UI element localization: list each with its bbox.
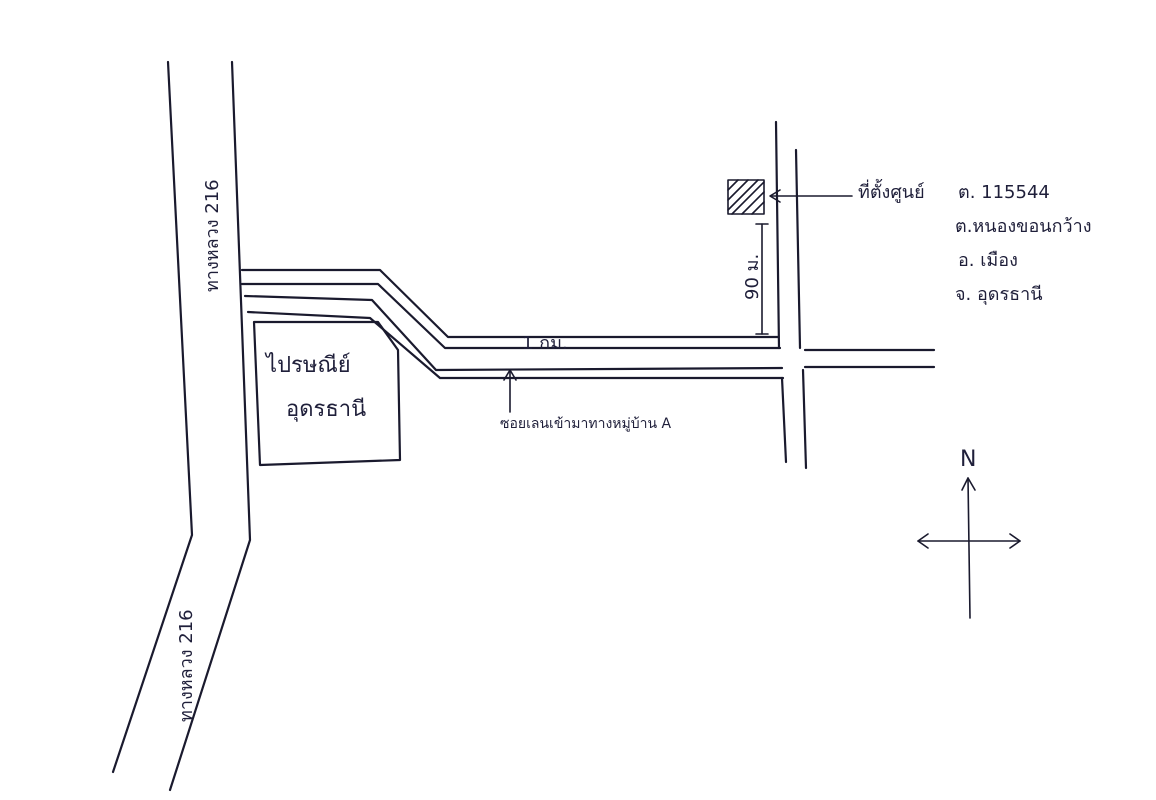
soi-label: ซอยเลนเข้ามาทางหมู่บ้าน A — [500, 416, 672, 432]
post-office-block — [252, 320, 402, 467]
site-address-line-4: จ. อุดรธานี — [955, 284, 1043, 305]
site-address-line-1: ต. 115544 — [958, 182, 1050, 203]
north-label: N — [960, 447, 976, 472]
site-marker — [727, 179, 765, 215]
highway-label-bottom: ทางหลวง 216 — [176, 609, 197, 722]
vertical-distance-label: 90 ม. — [742, 254, 763, 300]
site-address-line-2: ต.หนองขอนกว้าง — [955, 216, 1092, 237]
vertical-distance-marker — [755, 223, 769, 335]
post-office-city: อุดรธานี — [286, 397, 366, 422]
soi-pointer-arrow — [503, 369, 517, 413]
map-drawing — [111, 60, 1021, 792]
post-office-name: ไปรษณีย์ — [264, 352, 351, 378]
site-label: ที่ตั้งศูนย์ — [858, 179, 925, 203]
right-vertical-road — [774, 120, 808, 470]
horizontal-distance-label: 1 กม. — [522, 333, 568, 354]
site-address-line-3: อ. เมือง — [958, 250, 1018, 271]
compass-icon — [917, 477, 1021, 619]
soi-road — [240, 268, 785, 380]
highway-label-top: ทางหลวง 216 — [202, 179, 223, 292]
east-road — [803, 348, 936, 369]
site-pointer-arrow — [769, 189, 853, 203]
highway-216-road — [111, 60, 252, 792]
